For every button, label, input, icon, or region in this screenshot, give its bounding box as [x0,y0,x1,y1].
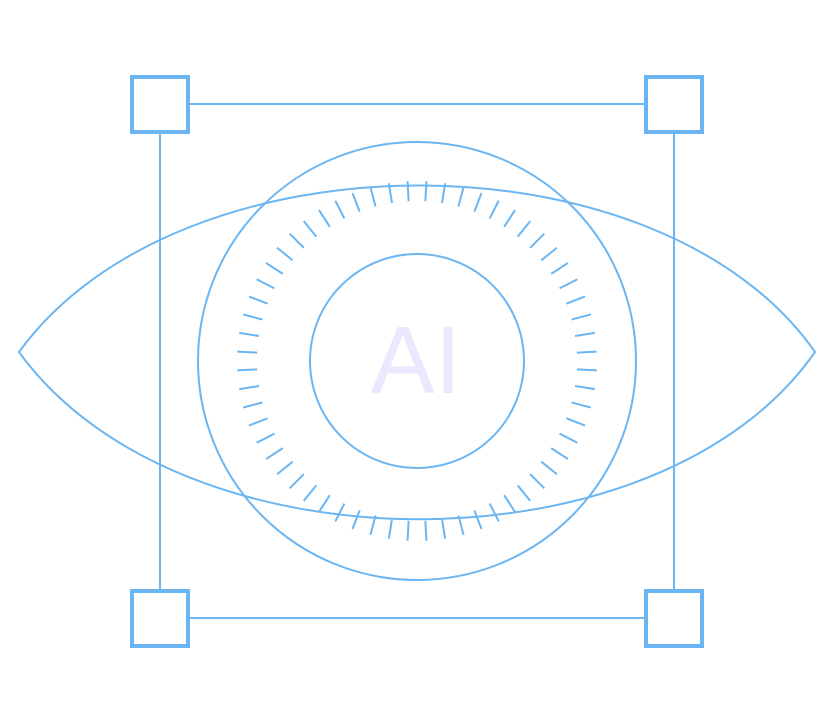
iris-tick [406,181,410,202]
iris-tick [318,209,331,228]
iris-tick [387,183,393,204]
iris-tick [488,200,500,219]
iris-tick [248,295,268,305]
iris-tick [265,262,284,275]
iris-tick [302,220,318,238]
iris-tick [540,246,558,262]
eye-outline [17,184,817,521]
iris-tick [441,518,447,539]
iris-tick [473,192,483,212]
iris-tick [237,368,258,372]
iris-tick [318,494,331,513]
iris-tick [566,295,586,305]
iris-tick [239,385,260,391]
handle-bottom-left [130,589,190,648]
iris-tick [406,520,410,541]
iris-tick [457,186,465,207]
iris-tick [441,183,447,204]
iris-tick [571,313,592,321]
iris-tick [289,233,305,249]
iris-tick [503,209,516,228]
iris-tick [351,192,361,212]
iris-tick [516,220,532,238]
iris-tick [276,246,294,262]
iris-tick [559,278,578,290]
iris-tick [276,460,294,476]
iris-tick [239,331,260,337]
iris-tick [265,447,284,460]
iris-tick [289,473,305,489]
handle-bottom-right [644,589,704,648]
iris-tick [529,233,545,249]
iris-tick [248,417,268,427]
iris-circle [197,141,637,581]
iris-tick [576,350,597,354]
iris-tick [574,385,595,391]
iris-tick [237,350,258,354]
iris-tick [571,401,592,409]
iris-tick [369,186,377,207]
iris-tick [351,510,361,530]
iris-tick [529,473,545,489]
iris-tick [550,262,569,275]
iris-tick [256,432,275,444]
selection-frame [159,103,675,619]
iris-tick [369,515,377,536]
iris-tick [334,200,346,219]
iris-tick [574,331,595,337]
iris-tick [540,460,558,476]
iris-tick [242,401,263,409]
iris-tick [488,503,500,522]
iris-tick [457,515,465,536]
ai-label: AI [371,307,462,414]
iris-tick [516,484,532,502]
handle-top-left [130,75,190,134]
iris-tick [559,432,578,444]
iris-tick [503,494,516,513]
pupil-circle [309,253,525,469]
iris-tick [334,503,346,522]
iris-tick [242,313,263,321]
iris-tick [473,510,483,530]
iris-tick [576,368,597,372]
iris-tick [424,181,428,202]
iris-tick [550,447,569,460]
handle-top-right [644,75,704,134]
selection-box [130,75,704,648]
iris-tick [566,417,586,427]
iris-tick [387,518,393,539]
iris-ticks [237,181,597,541]
iris-tick [256,278,275,290]
iris-tick [424,520,428,541]
iris-tick [302,484,318,502]
